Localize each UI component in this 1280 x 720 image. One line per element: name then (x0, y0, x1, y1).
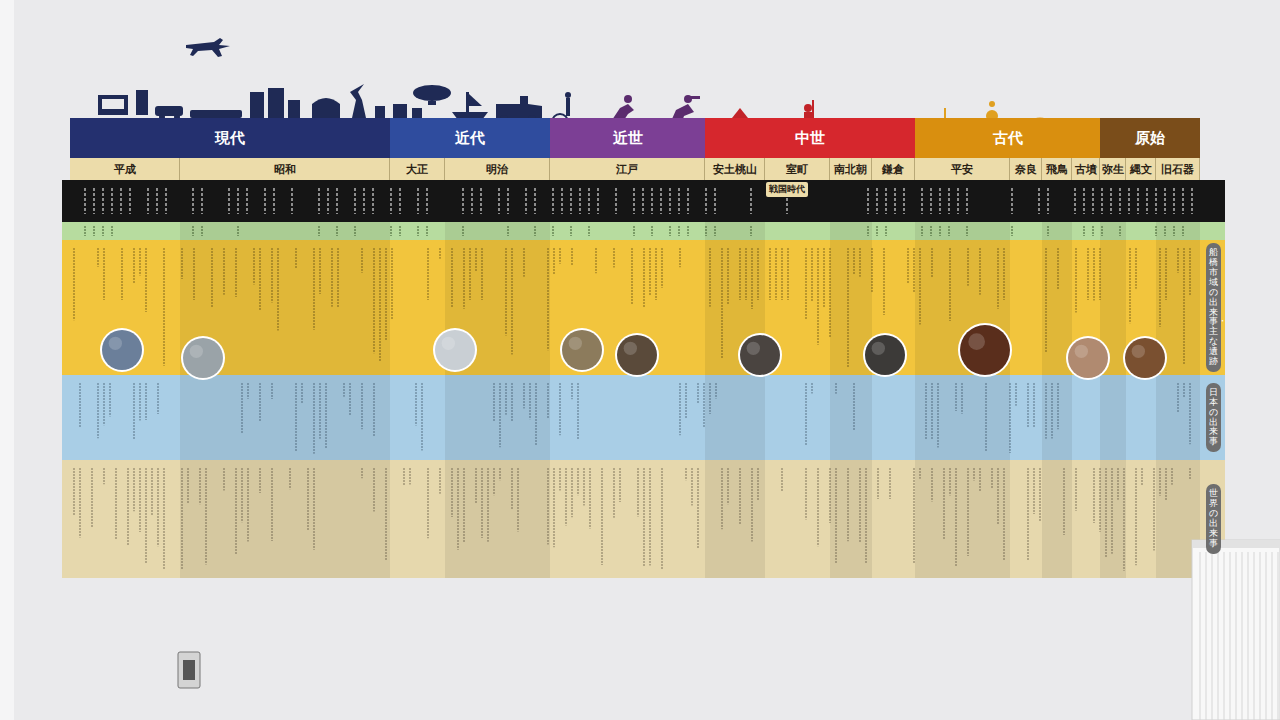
row-label: 日本の出来事 (1206, 383, 1221, 452)
period-name: 平成 (114, 162, 136, 177)
era-name: 近世 (613, 129, 643, 148)
period-name: 安土桃山 (713, 162, 757, 177)
period-cell: 縄文 (1126, 158, 1156, 180)
era-name: 近代 (455, 129, 485, 148)
period-cell: 平成 (70, 158, 180, 180)
period-cell: 旧石器 (1156, 158, 1200, 180)
period-name: 旧石器 (1161, 162, 1194, 177)
period-name: 鎌倉 (882, 162, 904, 177)
period-cell: 南北朝 (830, 158, 872, 180)
wall-outlet (178, 652, 200, 688)
period-cell: 平安 (915, 158, 1010, 180)
radiator-fins (1200, 552, 1278, 720)
bands (62, 180, 1225, 578)
period-cell: 安土桃山 (705, 158, 765, 180)
era-band: 近代 (390, 118, 550, 158)
row-title: 世界の出来事 (1209, 489, 1218, 548)
period-name: 室町 (786, 162, 808, 177)
wall-outlet (183, 660, 195, 680)
row-label: 世界の出来事 (1206, 484, 1221, 553)
period-cell: 室町 (765, 158, 830, 180)
row-label: 船橋市域の出来事・主な遺跡 (1206, 243, 1221, 372)
period-cell: 昭和 (180, 158, 390, 180)
radiator (1192, 540, 1280, 720)
period-cell: 鎌倉 (872, 158, 915, 180)
sub-period-tag: 戦国時代 (766, 182, 808, 197)
period-name: 江戸 (616, 162, 638, 177)
column-shading (180, 222, 1200, 578)
photo-discs (100, 323, 1167, 380)
period-name: 弥生 (1102, 162, 1124, 177)
wall-edge (0, 0, 14, 720)
era-band: 現代 (70, 118, 390, 158)
period-name: 明治 (486, 162, 508, 177)
era-name: 現代 (215, 129, 245, 148)
period-name: 戦国時代 (769, 183, 805, 196)
era-name: 中世 (795, 129, 825, 148)
period-cell: 奈良 (1010, 158, 1042, 180)
period-name: 縄文 (1130, 162, 1152, 177)
row-title: 船橋市域の出来事・主な遺跡 (1209, 248, 1218, 367)
era-name: 原始 (1135, 129, 1165, 148)
period-name: 昭和 (274, 162, 296, 177)
period-cell: 大正 (390, 158, 445, 180)
period-cell: 飛鳥 (1042, 158, 1072, 180)
period-name: 南北朝 (834, 162, 867, 177)
period-cell: 江戸 (550, 158, 705, 180)
period-cell: 古墳 (1072, 158, 1100, 180)
period-name: 飛鳥 (1046, 162, 1068, 177)
row-title: 日本の出来事 (1209, 388, 1218, 447)
small-print (74, 188, 1192, 571)
era-band: 古代 (915, 118, 1100, 158)
era-band: 近世 (550, 118, 705, 158)
period-cell: 弥生 (1100, 158, 1126, 180)
period-name: 大正 (406, 162, 428, 177)
era-band: 中世 (705, 118, 915, 158)
period-name: 古墳 (1075, 162, 1097, 177)
period-cell: 明治 (445, 158, 550, 180)
era-name: 古代 (993, 129, 1023, 148)
era-band: 原始 (1100, 118, 1200, 158)
period-name: 奈良 (1015, 162, 1037, 177)
period-name: 平安 (951, 162, 973, 177)
